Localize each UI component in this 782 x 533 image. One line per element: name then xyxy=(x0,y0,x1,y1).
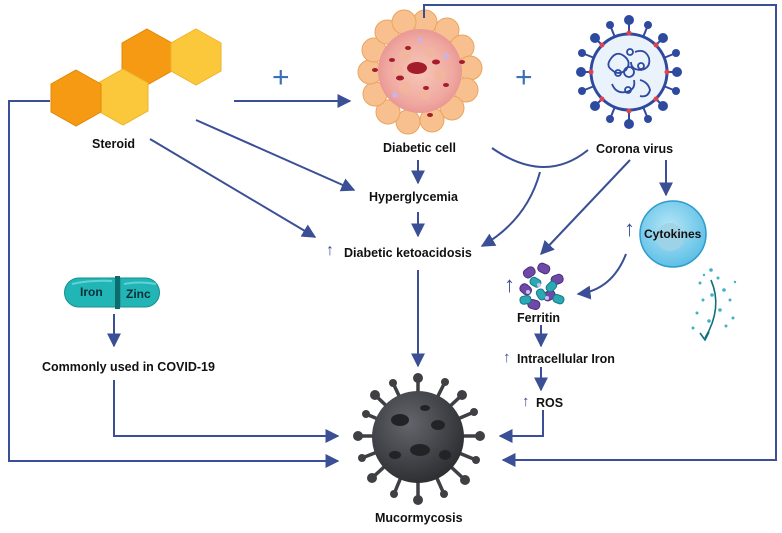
ferritin-label: Ferritin xyxy=(517,311,561,325)
coronavirus-icon xyxy=(576,15,682,129)
increase-arrow-ros: ↑ xyxy=(522,393,530,410)
cytokine-cell-icon xyxy=(639,200,737,342)
diabetic-cell-icon xyxy=(357,9,483,135)
iron-label: Iron xyxy=(80,285,103,299)
corona-virus-label: Corona virus xyxy=(596,142,674,156)
increase-arrow-ferritin: ↑ xyxy=(504,272,515,297)
mucormycosis-label: Mucormycosis xyxy=(375,511,463,525)
increase-arrow-cytokines: ↑ xyxy=(624,216,635,241)
connector-lines xyxy=(8,4,777,468)
steroid-hexagon-icon xyxy=(50,28,222,127)
plus-sign-1: + xyxy=(272,61,290,94)
steroid-label: Steroid xyxy=(92,137,136,151)
diabetic-ketoacidosis-label: Diabetic ketoacidosis xyxy=(344,246,472,260)
commonly-used-label: Commonly used in COVID-19 xyxy=(42,360,215,374)
ros-label: ROS xyxy=(536,396,564,410)
intracellular-iron-label: Intracellular Iron xyxy=(517,352,615,366)
diabetic-cell-label: Diabetic cell xyxy=(383,141,456,155)
hyperglycemia-label: Hyperglycemia xyxy=(369,190,458,204)
cytokines-label: Cytokines xyxy=(644,227,702,241)
zinc-label: Zinc xyxy=(126,287,151,301)
fungus-icon xyxy=(353,373,485,505)
increase-arrow-dka: ↑ xyxy=(326,242,334,259)
capsule-icon xyxy=(64,276,160,309)
increase-arrow-iron: ↑ xyxy=(503,349,511,366)
plus-sign-2: + xyxy=(515,61,533,94)
ferritin-protein-icon xyxy=(519,262,565,310)
